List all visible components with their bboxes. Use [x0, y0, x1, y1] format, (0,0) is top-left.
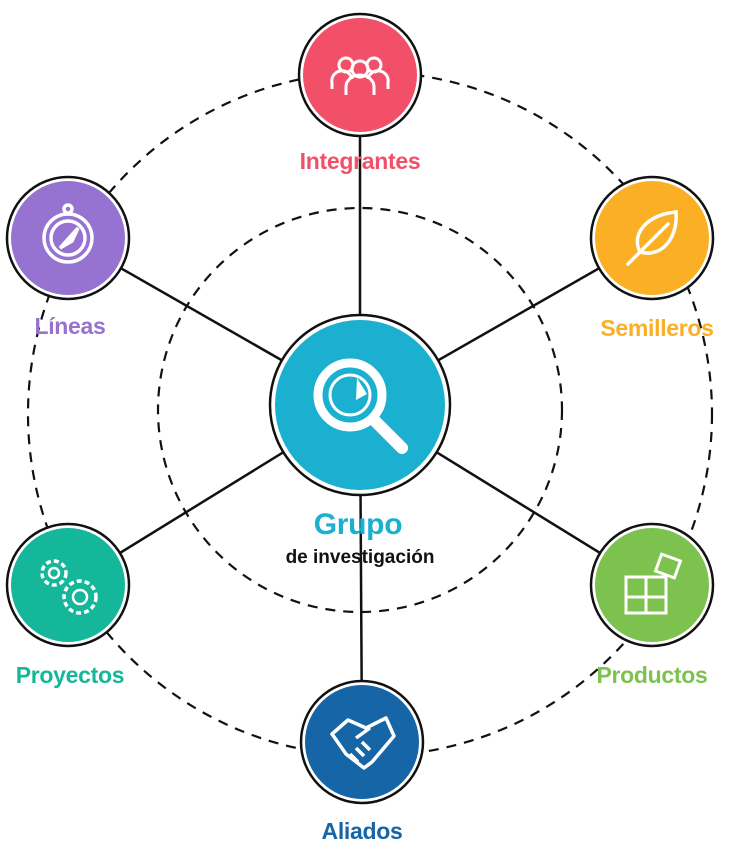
node-proyectos: [5, 522, 131, 648]
magnifier-chart-icon: [313, 358, 408, 454]
gears-icon: [40, 559, 98, 615]
label-lineas: Líneas: [34, 313, 106, 339]
handshake-icon: [330, 716, 396, 770]
node-productos: [589, 522, 715, 648]
node-aliados: [299, 679, 425, 805]
center-title: Grupo: [313, 508, 403, 541]
node-integrantes: [297, 12, 423, 138]
center-node: [268, 313, 452, 497]
label-integrantes: Integrantes: [299, 148, 421, 174]
label-proyectos: Proyectos: [15, 662, 125, 688]
node-lineas: [5, 175, 131, 301]
center-subtitle: de investigación: [285, 547, 435, 568]
label-semilleros: Semilleros: [600, 315, 714, 341]
puzzle-icon: [624, 552, 683, 615]
compass-icon: [42, 203, 94, 264]
inner-dashed-ring: [156, 206, 564, 614]
label-productos: Productos: [596, 662, 708, 688]
people-icon: [330, 56, 390, 95]
label-aliados: Aliados: [321, 818, 403, 844]
node-semilleros: [589, 175, 715, 301]
leaf-icon: [626, 210, 678, 266]
